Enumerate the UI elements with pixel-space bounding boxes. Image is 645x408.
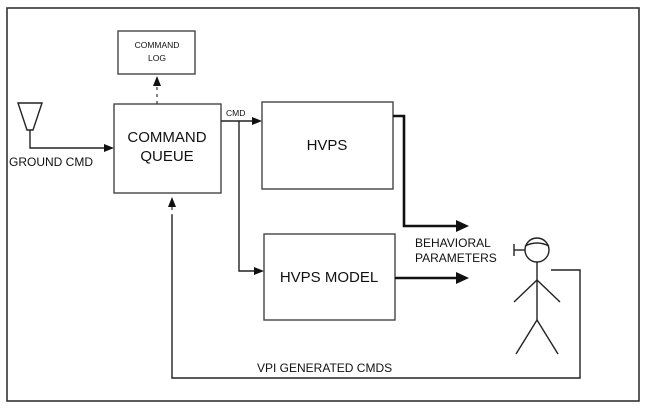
stick-figure-operator-icon bbox=[513, 237, 561, 355]
queue-to-log-arrow bbox=[153, 76, 161, 104]
hvps-model-node: HVPS MODEL bbox=[263, 233, 396, 321]
queue-to-hvps-arrow bbox=[221, 117, 262, 125]
ground-cmd-arrow bbox=[29, 141, 114, 152]
behavioral-parameters-label-line2: PARAMETERS bbox=[415, 251, 497, 265]
command-log-node: COMMAND LOG bbox=[117, 30, 196, 75]
command-queue-node: COMMAND QUEUE bbox=[113, 103, 222, 194]
command-log-label-line1: COMMAND bbox=[135, 40, 180, 50]
hvps-node: HVPS bbox=[261, 101, 394, 190]
vpi-generated-cmds-label: VPI GENERATED CMDS bbox=[257, 361, 392, 375]
behavioral-parameters-label-line1: BEHAVIORAL bbox=[415, 236, 491, 250]
hvps-model-label: HVPS MODEL bbox=[280, 269, 378, 286]
diagram-frame bbox=[6, 7, 640, 402]
antenna-icon bbox=[17, 102, 43, 141]
command-log-label-line2: LOG bbox=[148, 53, 166, 63]
hvps-label: HVPS bbox=[307, 137, 348, 154]
command-queue-label-line2: QUEUE bbox=[140, 148, 193, 165]
cmd-label: CMD bbox=[226, 108, 245, 118]
ground-cmd-label: GROUND CMD bbox=[9, 155, 93, 169]
vpi-feedback-loop bbox=[168, 197, 581, 379]
hvps-output-arrow bbox=[393, 114, 469, 232]
command-queue-label-line1: COMMAND bbox=[127, 129, 206, 146]
hvps-model-output-arrow bbox=[395, 272, 469, 284]
queue-to-hvps-model-arrow bbox=[238, 121, 264, 275]
